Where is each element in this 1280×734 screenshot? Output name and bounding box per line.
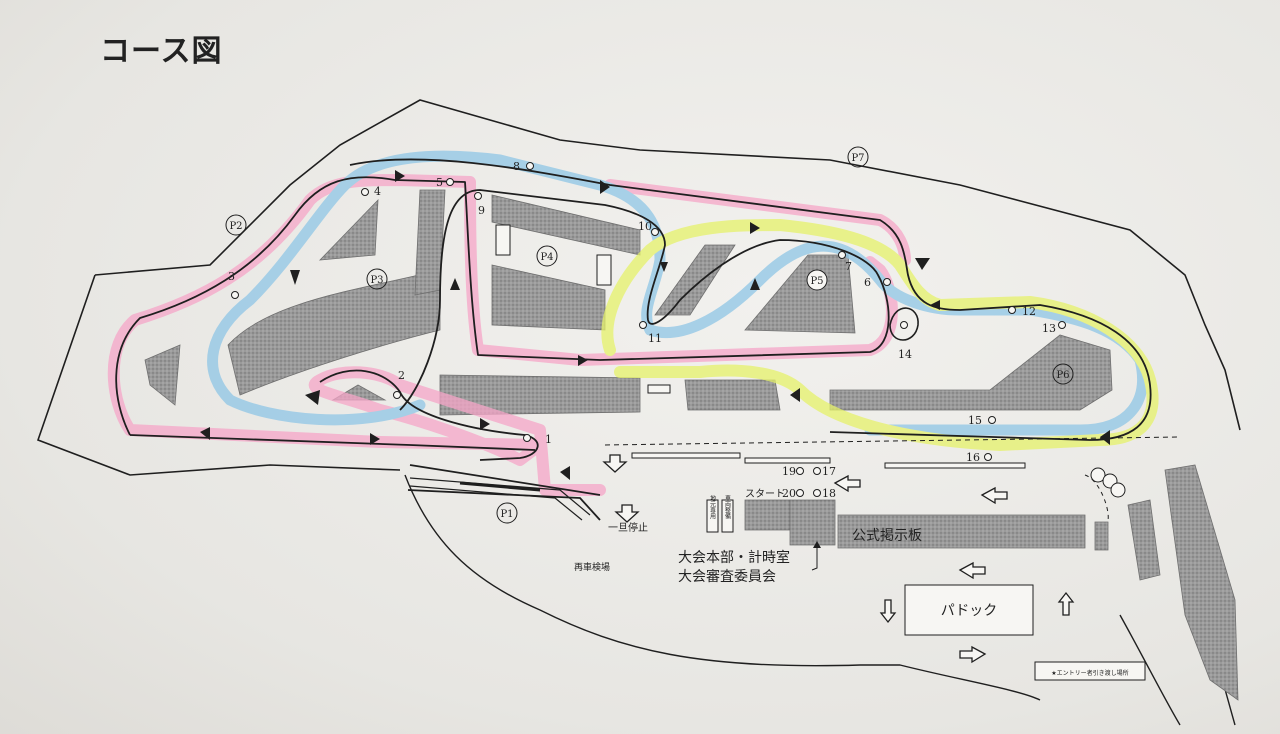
checkpoint-1: 1 xyxy=(545,433,552,446)
checkpoint-4: 4 xyxy=(374,185,381,198)
site-boundary-south xyxy=(404,474,1041,701)
checkpoint-17: 17 xyxy=(822,465,836,478)
checkpoint-15: 15 xyxy=(968,414,982,427)
exit-lane xyxy=(604,436,1181,446)
checkpoint-11: 11 xyxy=(648,332,662,345)
recheck-label: 再車検場 xyxy=(574,561,610,573)
checkpoint-labels: 1 2 3 4 5 6 7 8 9 10 11 12 13 14 15 16 1… xyxy=(228,160,1056,500)
pit-lane xyxy=(409,477,591,521)
barrier-circles xyxy=(1090,467,1126,498)
checkpoint-2: 2 xyxy=(398,369,405,382)
checkpoint-20: 20 xyxy=(782,487,796,500)
checkpoint-19: 19 xyxy=(782,465,796,478)
checkpoint-3: 3 xyxy=(228,270,235,283)
small-signs xyxy=(706,499,734,533)
direction-arrows xyxy=(200,170,1110,480)
parking-p4: P4 xyxy=(540,252,553,263)
paddock-label: パドック xyxy=(941,603,997,619)
parking-p2: P2 xyxy=(229,221,242,232)
checkpoint-18: 18 xyxy=(822,487,836,500)
checkpoint-8: 8 xyxy=(513,160,520,173)
sign-right-text: 車両整備 xyxy=(724,494,731,520)
board-label: 公式掲示板 xyxy=(852,528,922,544)
stop-label: 一旦停止 xyxy=(608,521,648,534)
parking-labels: P1 P2 P3 P4 P5 P6 P7 xyxy=(229,153,1069,520)
parking-p1: P1 xyxy=(500,509,513,520)
page-title: コース図 xyxy=(100,34,223,69)
yellow-route xyxy=(601,219,1159,451)
start-label: スタート xyxy=(745,488,785,500)
checkpoint-14: 14 xyxy=(898,348,912,361)
small-rects xyxy=(495,224,1034,636)
checkpoint-13: 13 xyxy=(1042,322,1056,335)
checkpoint-7: 7 xyxy=(845,260,852,273)
site-boundary xyxy=(94,99,1241,431)
entry-label: ★エントリー者引き渡し場所 xyxy=(1051,669,1128,677)
flow-arrows xyxy=(602,454,1075,664)
hq-label: 大会本部・計時室 xyxy=(678,549,790,566)
parking-p6: P6 xyxy=(1056,370,1069,381)
checkpoint-16: 16 xyxy=(966,451,980,464)
checkpoint-markers xyxy=(231,162,1066,497)
checkpoint-10: 10 xyxy=(638,220,652,233)
parking-p7: P7 xyxy=(851,153,864,164)
checkpoint-5: 5 xyxy=(436,176,443,189)
committee-label: 大会審査委員会 xyxy=(678,569,776,585)
course-line xyxy=(115,158,1152,521)
checkpoint-9: 9 xyxy=(478,204,485,217)
site-boundary-east xyxy=(1119,614,1181,726)
infield-blocks xyxy=(144,189,1239,701)
checkpoint-12: 12 xyxy=(1022,305,1036,318)
checkpoint-6: 6 xyxy=(864,276,871,289)
parking-p5: P5 xyxy=(810,276,823,287)
site-boundary-west xyxy=(36,274,401,476)
sign-left-text: 地元専用 xyxy=(709,494,716,520)
parking-circles xyxy=(225,146,1074,524)
parking-p3: P3 xyxy=(370,275,383,286)
